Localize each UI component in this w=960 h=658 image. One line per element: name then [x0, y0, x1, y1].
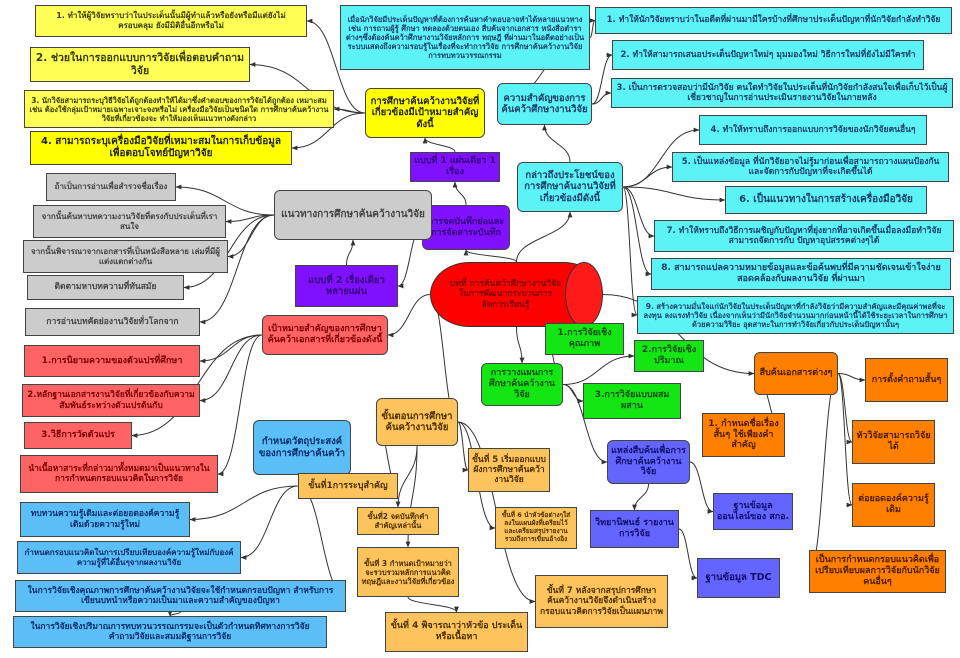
planning-mixed[interactable]: 3.การวิจัยแบบผสมผสาน — [583, 383, 681, 419]
benefit-item-5[interactable]: 5. เป็นแหล่งข้อมูล ที่นักวิจัยอาจไม่รู้ม… — [672, 152, 949, 182]
doc-goal-item-2[interactable]: 2.หลักฐานเอกสารงานวิจัยที่เกี่ยวข้องกับค… — [22, 384, 200, 417]
central-topic-label: บทที่ การค้นคว้าศึกษางานวิจัย ในการพัฒนา… — [449, 279, 562, 310]
connector-dMain-to-d3 — [837, 373, 853, 445]
planning-quantitative[interactable]: 2.การวิจัยเชิงปริมาณ — [634, 340, 704, 372]
goal-item-3[interactable]: 3. นักวิจัยสามารถระบุวิธีวิจัยได้ถูกต้อง… — [24, 90, 334, 128]
search-docs-item-extend-knowledge[interactable]: ต่อยอดองค์ความรู้เดิม — [852, 483, 935, 527]
objective-item-2[interactable]: กำหนดกรอบแนวคิดในการเปรียบเทียบองค์ความร… — [17, 541, 241, 574]
connector-yMain-to-y3 — [333, 106, 366, 114]
connector-grMain-to-gr3 — [562, 384, 584, 404]
source-online-db[interactable]: ฐานข้อมูลออนไลน์ของ สกอ. — [713, 493, 793, 530]
doc-goals-main-node[interactable]: เป้าหมายสำคัญของการศึกษาค้นคว้าเอกสารที่… — [262, 315, 388, 355]
benefit-item-7[interactable]: 7. ทำให้ทราบถึงวิธีการเผชิญกับปัญหาที่ยุ… — [654, 220, 954, 252]
search-docs-item-framework[interactable]: เป็นการกำหนดกรอบแนวคิดเพื่อเปรียบเทียบผล… — [809, 550, 946, 593]
benefit-item-9[interactable]: 9. สร้างความมั่นใจแก่นักวิจัยในประเด็นปั… — [637, 296, 954, 334]
planning-main-node[interactable]: การวางแผนการศึกษาค้นคว้างานวิจัย — [481, 363, 563, 406]
search-docs-item-short-title[interactable]: 1. กำหนดชื่อเรื่องสั้นๆ ใช้เพียงคำสำคัญ — [702, 413, 785, 457]
connector-o3-to-o4 — [407, 596, 459, 613]
importance-item-1[interactable]: 1. ทำให้นักวิจัยทราบว่าในอดีตที่ผ่านมามี… — [595, 7, 952, 34]
search-docs-item-researchable[interactable]: หัววิจัยสามารถวิจัยได้ — [852, 420, 935, 464]
connector-cBen-to-cImp — [542, 124, 571, 163]
approach-item-3[interactable]: จากนั้นพิจารณาจากเอกสารที่เป็นหนังสือหลา… — [23, 240, 228, 273]
connector-grMain-to-gr2 — [562, 353, 635, 385]
connector-dMain-to-d4 — [837, 373, 853, 508]
connector-rMain-to-r1 — [199, 334, 263, 364]
search-docs-main-node[interactable]: สืบค้นเอกสารต่างๆ — [754, 352, 838, 395]
importance-item-2[interactable]: 2. ทำให้สามารถเสนอประเด็นปัญหาใหม่ๆ มุมม… — [612, 40, 924, 70]
connector-cBen-to-c9 — [622, 186, 638, 318]
doc-goal-item-4[interactable]: นำเนื้อหาสาระที่กล่าวมาทั้งหมดมาเป็นแนวท… — [20, 455, 218, 493]
planning-qualitative[interactable]: 1.การวิจัยเชิงคุณภาพ — [545, 323, 624, 355]
connector-dMain-to-d1 — [837, 373, 866, 383]
step-1[interactable]: ขั้นที่1การระบุสำคัญ — [298, 473, 398, 499]
connector-cImp-to-c2 — [591, 52, 613, 105]
objectives-main-node[interactable]: กำหนดวัตถุประสงค์ของการศึกษาค้นคว้า — [253, 420, 351, 475]
connector-cImp-to-c3 — [591, 90, 612, 105]
steps-main-node[interactable]: ขั้นตอนการศึกษาค้นคว้างานวิจัย — [376, 398, 458, 446]
note-type-2[interactable]: แบบที่ 2 เรื่องเดียวหลายแผ่น — [295, 265, 398, 307]
sources-main-node[interactable]: แหล่งสืบค้นเพื่อการศึกษาค้นคว้างานวิจัย — [607, 440, 690, 484]
goal-item-4[interactable]: 4. สามารถระบุเครื่องมือวิจัยที่เหมาะสมใน… — [30, 131, 292, 165]
connector-p1-to-yMain — [422, 137, 456, 153]
step-3[interactable]: ขั้นที่ 3 กำหนดเป้าหมายว่าจะรวบรวมหลักกา… — [357, 547, 459, 597]
connector-gMain-to-g2 — [225, 214, 275, 224]
benefit-item-4[interactable]: 4. ทำให้ทราบถึงการออกแบบการวิจัยของนักวิ… — [699, 115, 927, 145]
step-6[interactable]: ขั้นที่ 6 นำหัวข้อต่างๆใส่ลงในแผนผังที่เ… — [495, 507, 577, 549]
connector-center-to-pRec — [463, 249, 517, 263]
connector-oMain-to-o5 — [457, 421, 469, 473]
importance-main-node[interactable]: ความสำคัญของการค้นคว้าศึกษางานวิจัย — [497, 83, 592, 125]
connector-o1-to-b2 — [240, 485, 299, 560]
step-7[interactable]: ขั้นที่ 7 หลังจากสรุปการศึกษาค้นคว้างานว… — [535, 575, 668, 628]
step-2[interactable]: ขั้นที่2 จดบันทึกคำสำคัญเหล่านั้น — [357, 507, 439, 535]
objective-item-1[interactable]: ทบทวนความรู้เดิมและต่อยอดองค์ความรู้เดิม… — [20, 502, 190, 537]
connector-center-to-grMain — [516, 326, 525, 364]
connector-i1-to-i3 — [678, 528, 698, 581]
connector-cBen-to-c7 — [622, 186, 655, 239]
central-topic-cylinder[interactable]: บทที่ การค้นคว้าศึกษางานวิจัย ในการพัฒนา… — [430, 262, 603, 327]
goal-item-2[interactable]: 2. ช่วยในการออกแบบการวิจัยเพื่อตอบคำถามว… — [30, 47, 250, 82]
connector-rMain-to-r2 — [199, 334, 263, 403]
doc-goal-item-3[interactable]: 3.วิธีการวัดตัวแปร — [24, 422, 132, 449]
connector-iMain-to-i1 — [632, 483, 649, 511]
source-tdc-db[interactable]: ฐานข้อมูล TDC — [697, 558, 780, 598]
connector-cBen-to-c8 — [622, 186, 652, 277]
approach-item-1[interactable]: ถ้าเป็นการอ่านเพื่อสำรวจชื่อเรื่อง — [46, 173, 176, 201]
connector-iMain-to-i2 — [689, 461, 714, 514]
connector-cBen-to-c5 — [622, 164, 673, 188]
goal-item-1[interactable]: 1. ทำให้ผู้วิจัยทราบว่าในประเด็นนั้นมีผู… — [35, 5, 307, 37]
step-5[interactable]: ขั้นที่ 5 เริ่มออกแบบผังการศึกษาค้นคว้าง… — [468, 448, 550, 492]
connector-p2-to-gMain — [346, 239, 356, 266]
doc-goal-item-1[interactable]: 1.การนิยามความของตัวแปรที่ศึกษา — [24, 345, 200, 377]
approach-item-5[interactable]: การอ่านบทคัดย่องานวิจัยทั่วโลกจาก — [25, 308, 200, 336]
goals-main-node[interactable]: การศึกษาค้นคว้างานวิจัยที่เกี่ยวข้องมีเป… — [365, 88, 485, 138]
benefit-item-8[interactable]: 8. สามารถแปลความหมายข้อมูลและข้อค้นพบที่… — [651, 258, 951, 290]
connector-pRec-to-p1 — [452, 181, 467, 206]
intro-note[interactable]: เมื่อนักวิจัยมีประเด็นปัญหาที่ต้องการค้น… — [340, 5, 590, 70]
connector-dMain-to-d5 — [808, 373, 839, 574]
benefits-main-node[interactable]: กล่าวถึงประโยชน์ของการศึกษาค้นงานวิจัยที… — [517, 162, 623, 212]
connector-center-to-cBen — [516, 211, 573, 263]
importance-item-3[interactable]: 3. เป็นการตรวจสอบว่ามีนักวิจัย คนใดทำวิจ… — [611, 78, 953, 108]
cylinder-cap — [565, 262, 603, 327]
benefit-item-6[interactable]: 6. เป็นแนวทางในการสร้างเครื่องมือวิจัย — [725, 186, 927, 214]
approach-item-4[interactable]: ติดตามหาบทความที่ทันสมัย — [27, 275, 184, 300]
objective-item-4[interactable]: ในการวิจัยเชิงปริมาณการทบทวนวรรณกรรมจะเป… — [13, 616, 327, 648]
connector-oMain-to-o2 — [395, 445, 418, 508]
search-docs-item-short-question[interactable]: การตั้งคำถามสั้นๆ — [865, 358, 948, 402]
note-type-1[interactable]: แบบที่ 1 แผ่นเดียว 1 เรื่อง — [410, 152, 500, 182]
step-4[interactable]: ขั้นที่ 4 พิจารณาว่าหัวข้อ ประเด็นหรือเน… — [385, 612, 528, 652]
approach-main-node[interactable]: แนวทางการศึกษาค้นคว้างานวิจัย — [274, 190, 432, 240]
objective-item-3[interactable]: ในการวิจัยเชิงคุณภาพการศึกษาค้นคว้างานวิ… — [15, 580, 346, 612]
connector-cBen-to-c6 — [622, 186, 726, 203]
source-thesis[interactable]: วิทยานิพนธ์ รายงานการวิจัย — [590, 510, 679, 548]
connector-gMain-to-g3 — [227, 214, 275, 259]
approach-item-2[interactable]: จากนั้นค้นหาบทความงานวิจัยที่ตรงกับประเด… — [33, 205, 226, 238]
note-taking-main-node[interactable]: การจดบันทึกย่อและการจัดสาระบันทึก — [422, 205, 510, 250]
